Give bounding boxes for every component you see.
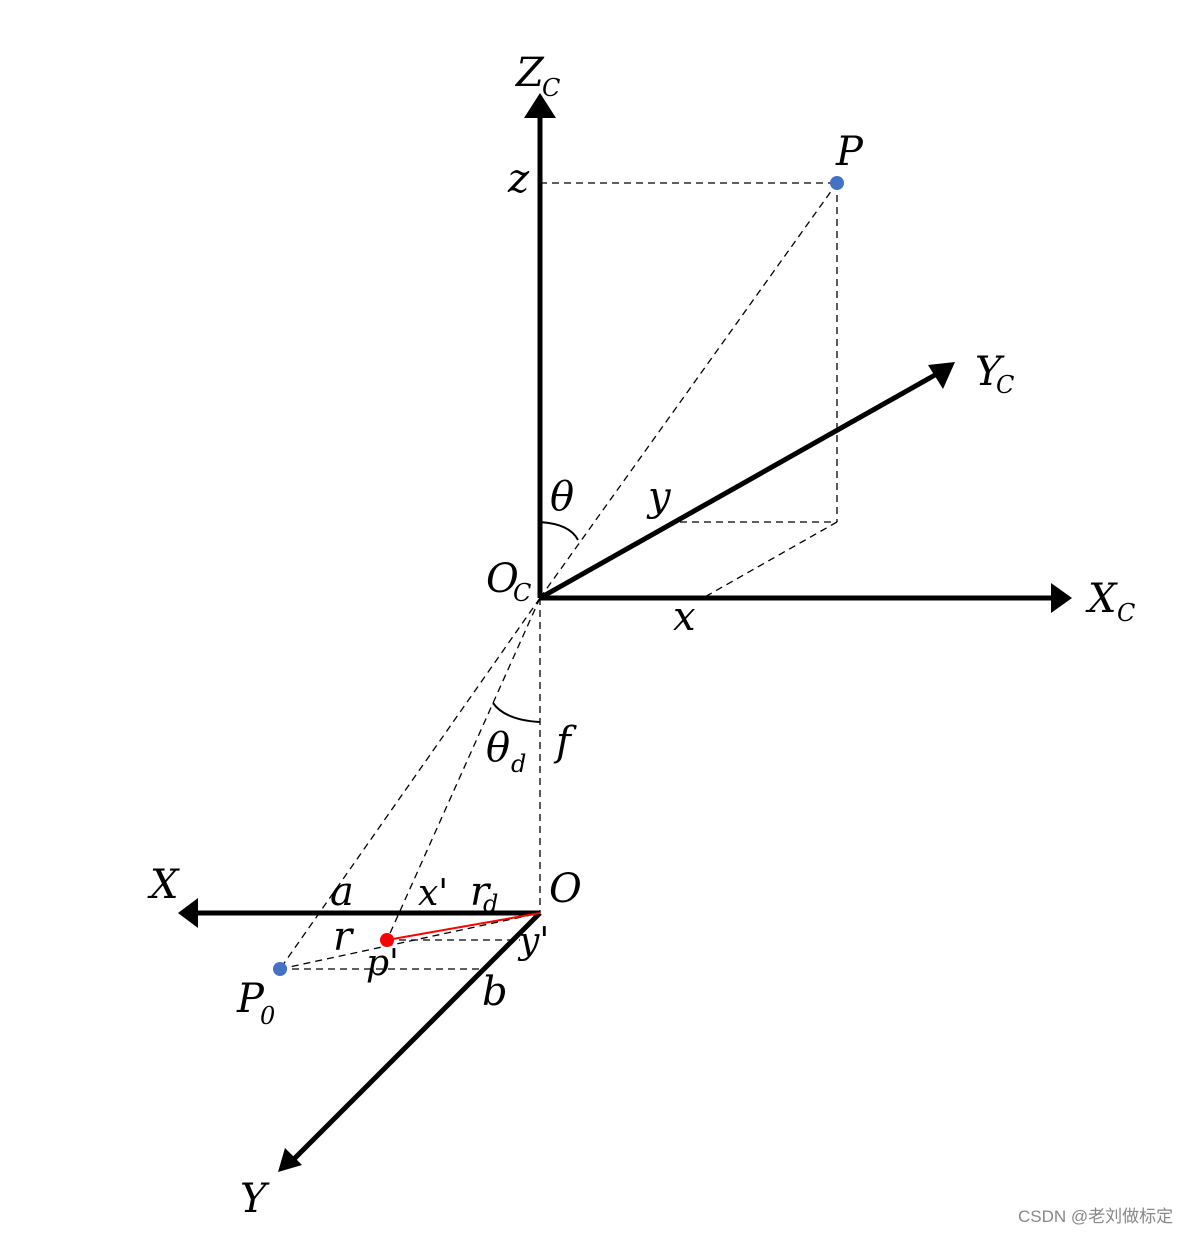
point-p0 (273, 962, 287, 976)
rd-segment (386, 912, 541, 941)
yc-arrowhead (928, 362, 955, 389)
oc-label: O (486, 556, 519, 602)
o-label: O (549, 866, 582, 912)
p-label: P (835, 129, 864, 175)
zc-label-subscript: C (542, 74, 560, 102)
p0-label: P (236, 976, 265, 1022)
xc-arrowhead (1051, 583, 1072, 613)
p0-to-o-line (279, 912, 541, 970)
f-label: f (553, 719, 577, 765)
zc-label: Z (514, 50, 545, 96)
oc-to-p-ray (539, 182, 838, 599)
yc-label-subscript: C (996, 371, 1014, 399)
xc-label-subscript: C (1117, 599, 1135, 627)
z-label: z (507, 156, 530, 202)
x-label: x (673, 594, 696, 640)
point-p-prime (380, 933, 394, 947)
p-prime-label: p' (366, 943, 399, 984)
x-prime-label: x' (418, 873, 448, 914)
oc-label-subscript: C (513, 579, 531, 607)
y-axis (291, 911, 542, 1162)
oc-to-p0-ray (279, 597, 541, 970)
y-label: y (646, 474, 672, 520)
x-projection-line (702, 521, 838, 599)
x-axis-label: X (147, 862, 180, 908)
theta-label: θ (550, 474, 574, 520)
theta-d-arc (492, 702, 541, 723)
theta-d-label: θ (486, 725, 510, 771)
y-axis-label: Y (240, 1176, 270, 1222)
theta-d-label-subscript: d (511, 750, 526, 778)
x-arrowhead (178, 898, 198, 928)
axes (178, 93, 1072, 1172)
rd-label: r (470, 869, 492, 915)
p0-label-subscript: 0 (260, 1002, 275, 1030)
a-label: a (330, 869, 354, 915)
zc-arrowhead (524, 93, 556, 118)
xc-label: X (1085, 576, 1118, 622)
y-prime-label: y' (517, 921, 549, 962)
watermark: CSDN @老刘做标定 (1018, 1207, 1173, 1226)
oc-to-pprime-ray (386, 597, 541, 941)
theta-arc (539, 521, 579, 541)
y-arrowhead (278, 1148, 302, 1172)
yc-label: Y (975, 349, 1005, 395)
yc-axis (538, 372, 937, 601)
b-label: b (482, 969, 508, 1015)
labels: Z C z P Y C θ y O C X C x θ d f X a x' r… (147, 50, 1135, 1222)
rd-label-subscript: d (483, 890, 498, 918)
construction-lines (279, 182, 838, 970)
r-label: r (333, 914, 355, 960)
point-p (830, 176, 844, 190)
